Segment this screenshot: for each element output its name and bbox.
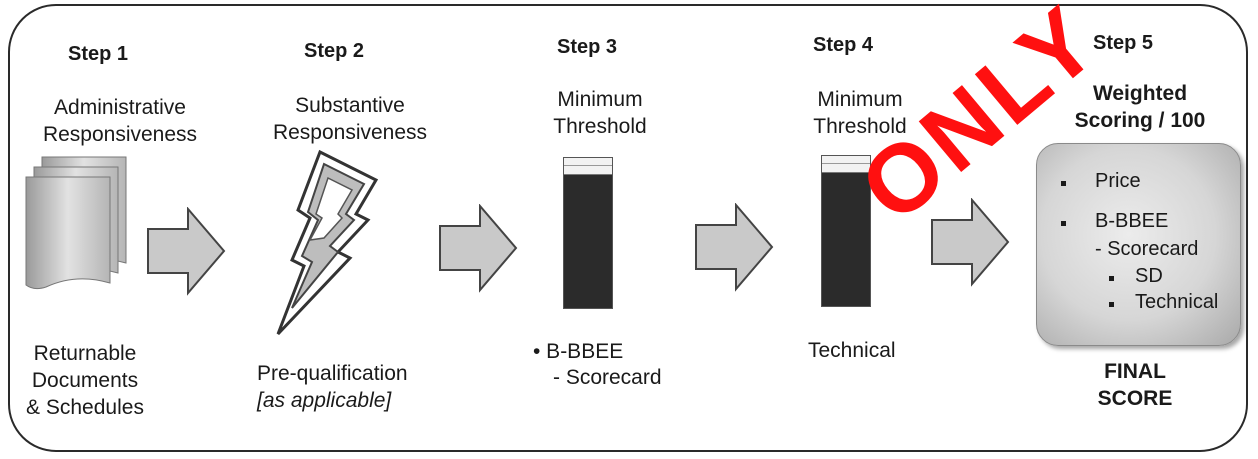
documents-icon	[25, 156, 127, 290]
process-frame	[8, 4, 1248, 452]
arrow-right-icon	[931, 198, 1010, 287]
threshold-bar	[821, 155, 871, 307]
step-4-label: Step 4	[813, 34, 874, 56]
step-3-bottom: • B-BBEE - Scorecard	[533, 340, 662, 389]
step-2-label: Step 2	[304, 40, 365, 62]
step-2-bottom: Pre-qualification [as applicable]	[257, 362, 408, 412]
arrow-right-icon	[439, 204, 518, 293]
scoring-item-sd: SD	[1135, 265, 1163, 287]
step-3-label: Step 3	[557, 36, 618, 58]
arrow-right-icon	[695, 203, 774, 292]
scoring-item-price: Price	[1095, 170, 1141, 192]
bullet-icon	[1109, 302, 1114, 307]
threshold-bar	[563, 157, 613, 309]
scoring-item-technical: Technical	[1135, 291, 1219, 313]
step-1-label: Step 1	[68, 43, 129, 65]
scoring-box: Price B-BBEE - Scorecard SD Technical	[1036, 143, 1241, 346]
step-4-bottom: Technical	[808, 339, 896, 362]
bullet-icon	[1109, 276, 1114, 281]
lightning-bolt-icon	[276, 149, 379, 336]
bullet-icon	[1061, 181, 1066, 186]
scoring-item-scorecard: - Scorecard	[1095, 238, 1199, 260]
step-5-label: Step 5	[1093, 32, 1154, 54]
arrow-right-icon	[147, 207, 226, 296]
bullet-icon	[1061, 221, 1066, 226]
scoring-item-bbbee: B-BBEE	[1095, 210, 1169, 232]
